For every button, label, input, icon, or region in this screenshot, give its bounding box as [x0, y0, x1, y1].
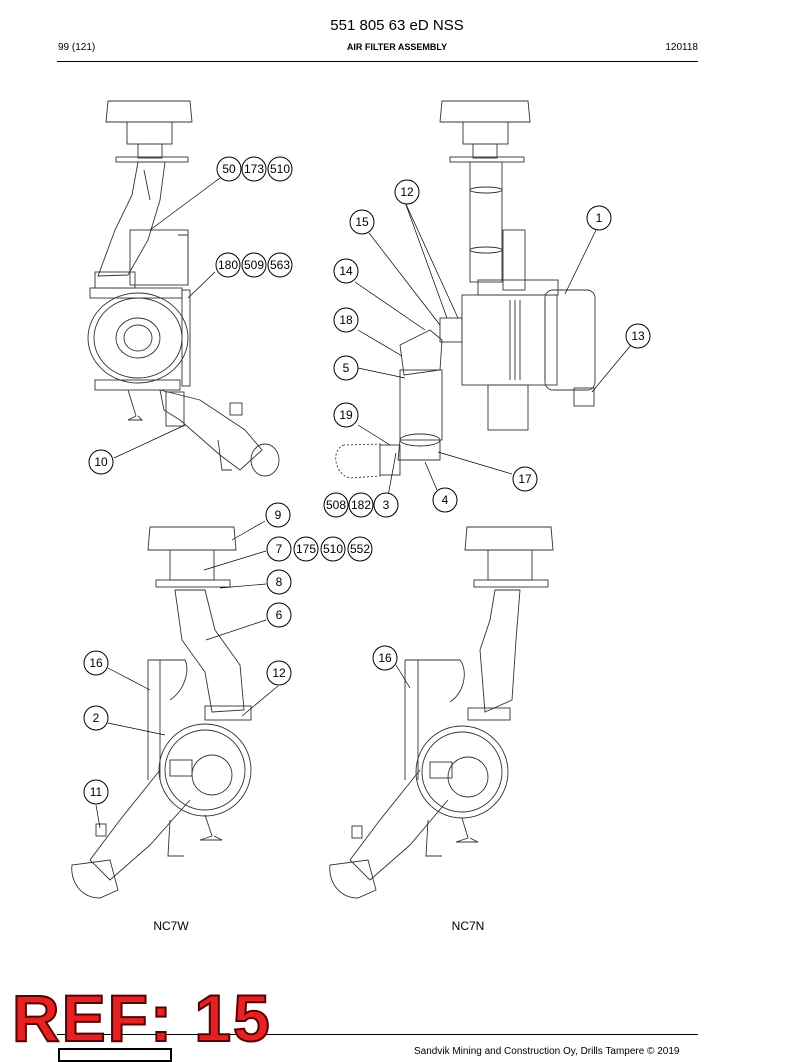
callout-label: 508: [326, 498, 346, 512]
callout-bubble: 14: [333, 258, 359, 284]
callout-label: 3: [383, 498, 390, 512]
callout-bubble: 563: [267, 252, 293, 278]
callout-label: 12: [400, 185, 414, 199]
assembly-view-nc7w: [71, 526, 252, 899]
assembly-view-nc7n: [329, 526, 554, 899]
callout-label: 182: [351, 498, 371, 512]
callout-label: 19: [339, 408, 353, 422]
page-number: 99 (121): [58, 42, 96, 53]
callout-bubble: 2: [83, 705, 109, 731]
callout-bubble: 12: [394, 179, 420, 205]
callout-bubble: 182: [348, 492, 374, 518]
callout-label: 15: [355, 215, 369, 229]
section-title: AIR FILTER ASSEMBLY: [346, 42, 448, 52]
callout-bubble: 5: [333, 355, 359, 381]
callout-bubble: 6: [266, 602, 292, 628]
callout-bubble: 15: [349, 209, 375, 235]
callout-bubble: 19: [333, 402, 359, 428]
callout-bubble: 50: [216, 156, 242, 182]
callout-bubble: 9: [265, 502, 291, 528]
document-date: 120118: [665, 42, 698, 53]
callout-bubble: 3: [373, 492, 399, 518]
callouts: 50 173 510 12 1 15 180 509 563 14 18 13 …: [83, 156, 651, 805]
callout-label: 510: [270, 162, 290, 176]
callout-label: 12: [272, 666, 286, 680]
assembly-view-top-right: [335, 100, 596, 479]
callout-bubble: 16: [83, 650, 109, 676]
view-label-nc7n: NC7N: [452, 919, 485, 933]
document-number: 551 805 63 eD NSS: [330, 17, 464, 34]
ref-stamp: REF: 15: [11, 981, 272, 1055]
callout-bubble: 12: [266, 660, 292, 686]
callout-label: 10: [94, 455, 108, 469]
callout-label: 1: [596, 211, 603, 225]
callout-bubble: 510: [267, 156, 293, 182]
callout-bubble: 11: [83, 779, 109, 805]
callout-label: 13: [631, 329, 645, 343]
callout-bubble: 173: [241, 156, 267, 182]
callout-bubble: 510: [320, 536, 346, 562]
callout-bubble: 508: [323, 492, 349, 518]
copyright-notice: Sandvik Mining and Construction Oy, Dril…: [414, 1046, 680, 1057]
callout-bubble: 180: [215, 252, 241, 278]
callout-bubble: 7: [266, 536, 292, 562]
callout-bubble: 18: [333, 307, 359, 333]
callout-label: 11: [90, 785, 103, 799]
callout-label: 180: [218, 258, 238, 272]
callout-label: 563: [270, 258, 290, 272]
callout-label: 9: [275, 508, 282, 522]
callout-label: 4: [442, 493, 449, 507]
assembly-view-top-left: [87, 100, 280, 477]
footer-divider: [57, 1034, 698, 1035]
callout-bubble: 1: [586, 205, 612, 231]
callout-bubble: 8: [266, 569, 292, 595]
callout-label: 509: [244, 258, 264, 272]
callout-label: 6: [276, 608, 283, 622]
callout-label: 18: [339, 313, 353, 327]
callout-label: 50: [222, 162, 236, 176]
callout-label: 552: [350, 542, 370, 556]
callout-label: 16: [89, 656, 103, 670]
callout-label: 175: [296, 542, 316, 556]
callout-bubble: 175: [293, 536, 319, 562]
callout-label: 17: [518, 472, 532, 486]
callout-leaders: [95, 177, 632, 829]
callout-bubble: 4: [432, 487, 458, 513]
callout-label: 8: [276, 575, 283, 589]
callout-label: 16: [378, 651, 392, 665]
company-logo: [58, 1048, 172, 1062]
callout-label: 173: [244, 162, 264, 176]
callout-bubble: 13: [625, 323, 651, 349]
callout-label: 510: [323, 542, 343, 556]
callout-label: 2: [93, 711, 100, 725]
view-label-nc7w: NC7W: [153, 919, 189, 933]
callout-label: 7: [276, 542, 283, 556]
callout-bubble: 10: [88, 449, 114, 475]
callout-bubble: 509: [241, 252, 267, 278]
callout-bubble: 17: [512, 466, 538, 492]
callout-label: 5: [343, 361, 350, 375]
callout-bubble: 552: [347, 536, 373, 562]
callout-bubble: 16: [372, 645, 398, 671]
callout-label: 14: [339, 264, 353, 278]
header-divider: [57, 61, 698, 62]
